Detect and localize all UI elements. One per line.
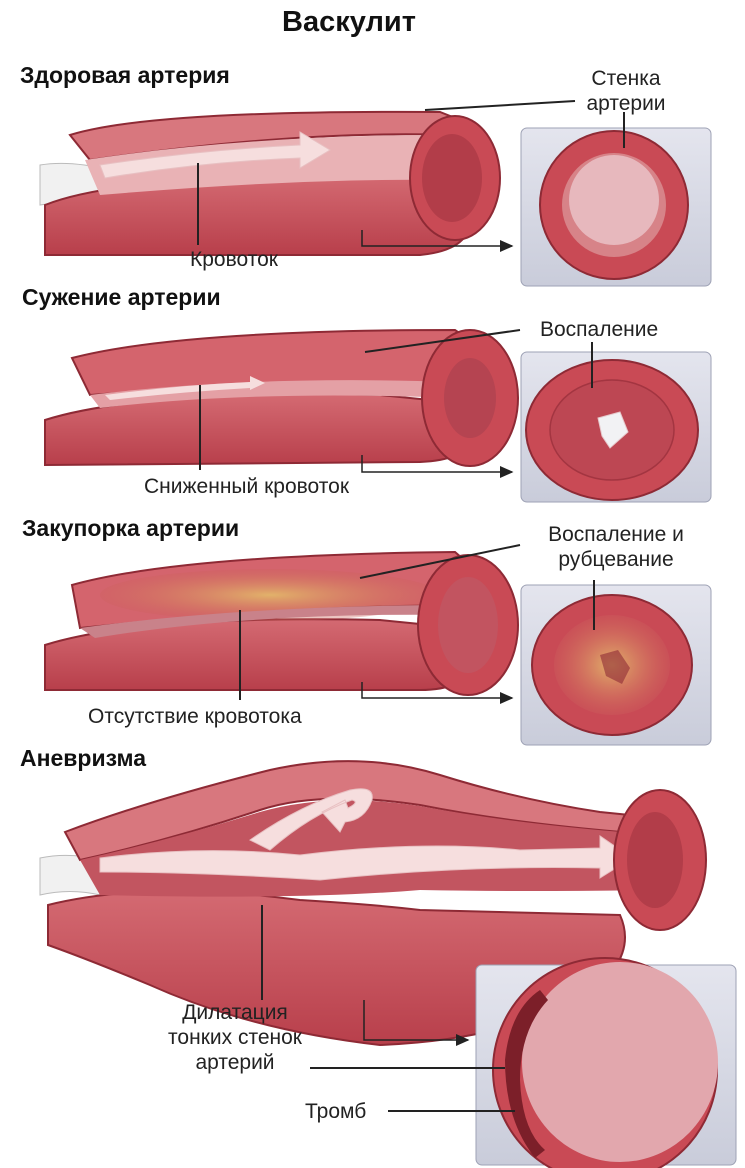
healthy-artery-illustration xyxy=(40,112,500,255)
label-dilation: Дилатация тонких стенок артерий xyxy=(150,1000,320,1075)
label-artery-wall: Стенка артерии xyxy=(566,66,686,116)
blocked-cross-section-panel xyxy=(521,585,711,745)
blocked-artery-illustration xyxy=(45,552,518,695)
label-reduced-flow: Сниженный кровоток xyxy=(144,474,349,499)
label-no-flow: Отсутствие кровотока xyxy=(88,704,302,729)
label-thrombus: Тромб xyxy=(305,1099,366,1124)
healthy-cross-section-panel xyxy=(521,128,711,286)
aneurysm-cross-section-panel xyxy=(476,958,736,1168)
label-blood-flow: Кровоток xyxy=(190,247,278,272)
label-inflammation-scarring: Воспаление и рубцевание xyxy=(516,522,716,572)
label-inflammation: Воспаление xyxy=(540,317,658,342)
narrowed-artery-illustration xyxy=(45,330,518,466)
narrowed-cross-section-panel xyxy=(521,352,711,502)
wall-pointer-line xyxy=(425,101,575,110)
